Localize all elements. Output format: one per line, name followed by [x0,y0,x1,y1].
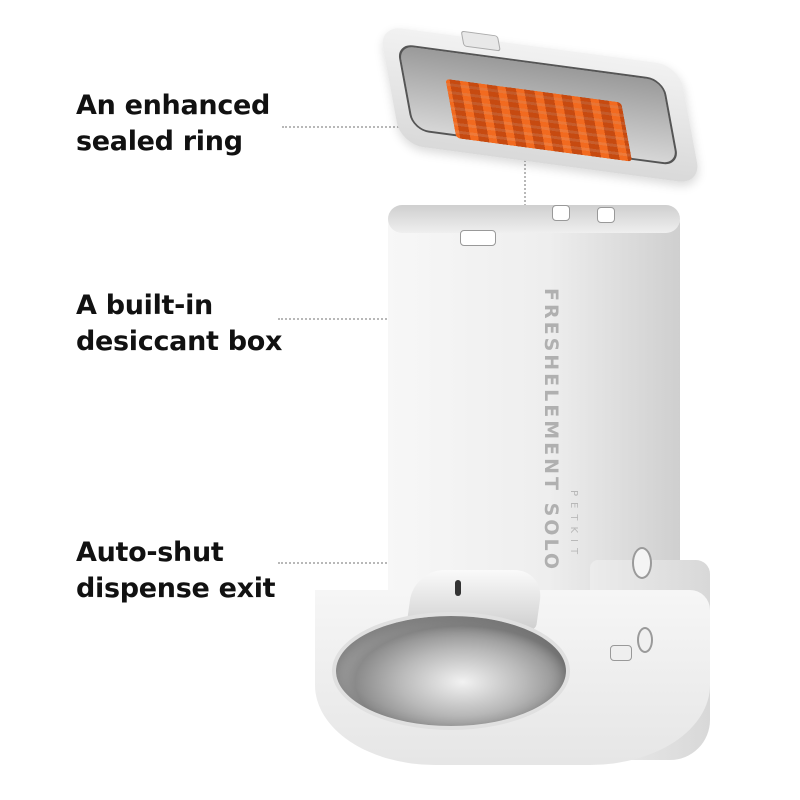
product-name: FRESHELEMENT SOLO [540,288,562,573]
body-clip [552,205,570,221]
desiccant-box [445,78,633,162]
callout-sealed-ring: An enhanced sealed ring [76,88,270,160]
body-clip [460,230,496,246]
callout-dispense-exit: Auto-shut dispense exit [76,535,276,607]
sealed-ring [396,43,680,167]
callout-line: A built-in [76,290,213,321]
callout-line: Auto-shut [76,537,224,568]
function-button-icon [632,547,652,579]
callout-line: An enhanced [76,90,271,121]
dispense-slot [455,580,461,596]
callout-line: dispense exit [76,573,276,604]
lid-latch [460,30,501,52]
feeder-lid [378,25,702,185]
feeder-body [388,210,680,620]
stainless-bowl [332,612,570,730]
body-clip [597,207,615,223]
callout-line: sealed ring [76,126,243,157]
power-port-icon [610,645,632,661]
callout-desiccant-box: A built-in desiccant box [76,288,282,360]
callout-line: desiccant box [76,326,283,357]
feeder-body-rim [388,205,680,233]
power-button-icon [637,627,653,653]
leader-line-dispense-exit [278,562,470,564]
brand-name: PETKIT [568,490,579,561]
